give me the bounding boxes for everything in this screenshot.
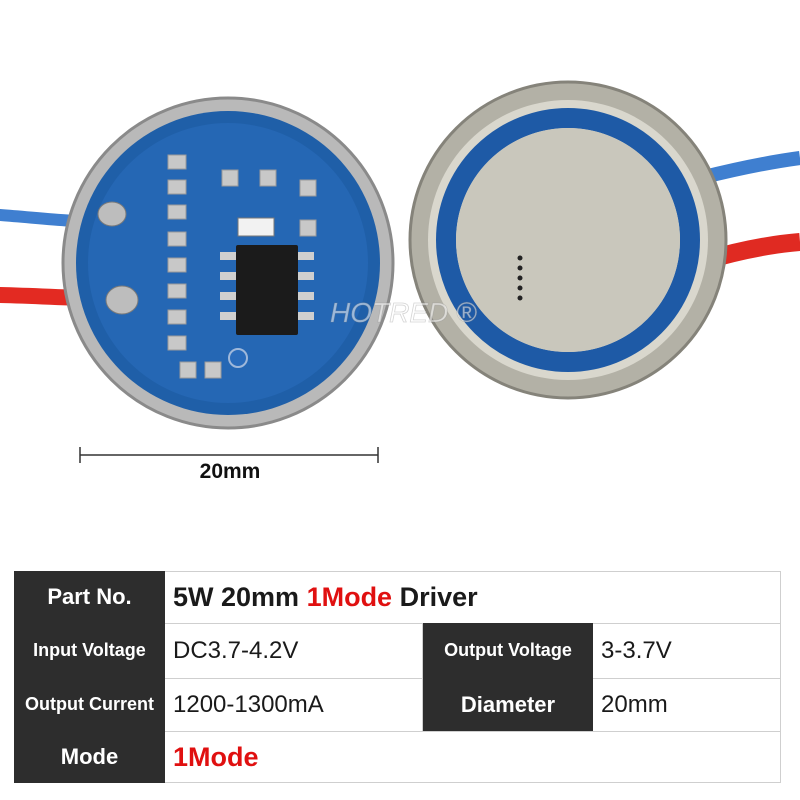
diameter-value: 20mm: [593, 678, 781, 731]
part-no-suffix: Driver: [392, 582, 478, 612]
output-voltage-value: 3-3.7V: [593, 623, 781, 678]
part-no-mode-highlight: 1Mode: [306, 582, 393, 612]
product-photo: HOTRED ®: [0, 80, 800, 463]
part-no-value: 5W 20mm 1Mode Driver: [165, 571, 781, 623]
input-voltage-value: DC3.7-4.2V: [165, 623, 423, 678]
brand-watermark: HOTRED ®: [330, 297, 477, 328]
pcb-front-board: [61, 96, 395, 430]
spec-table: Part No. 5W 20mm 1Mode Driver Input Volt…: [14, 571, 781, 783]
output-current-header: Output Current: [14, 678, 165, 731]
mode-header: Mode: [14, 731, 165, 783]
pcb-back-board: [408, 80, 728, 400]
diameter-header: Diameter: [423, 678, 593, 731]
dimension-line: [79, 447, 379, 463]
part-no-prefix: 5W 20mm: [173, 582, 307, 612]
mode-value: 1Mode: [165, 731, 781, 783]
output-current-value: 1200-1300mA: [165, 678, 423, 731]
part-no-header: Part No.: [14, 571, 165, 623]
dimension-label: 20mm: [199, 460, 261, 483]
output-voltage-header: Output Voltage: [423, 623, 593, 678]
input-voltage-header: Input Voltage: [14, 623, 165, 678]
